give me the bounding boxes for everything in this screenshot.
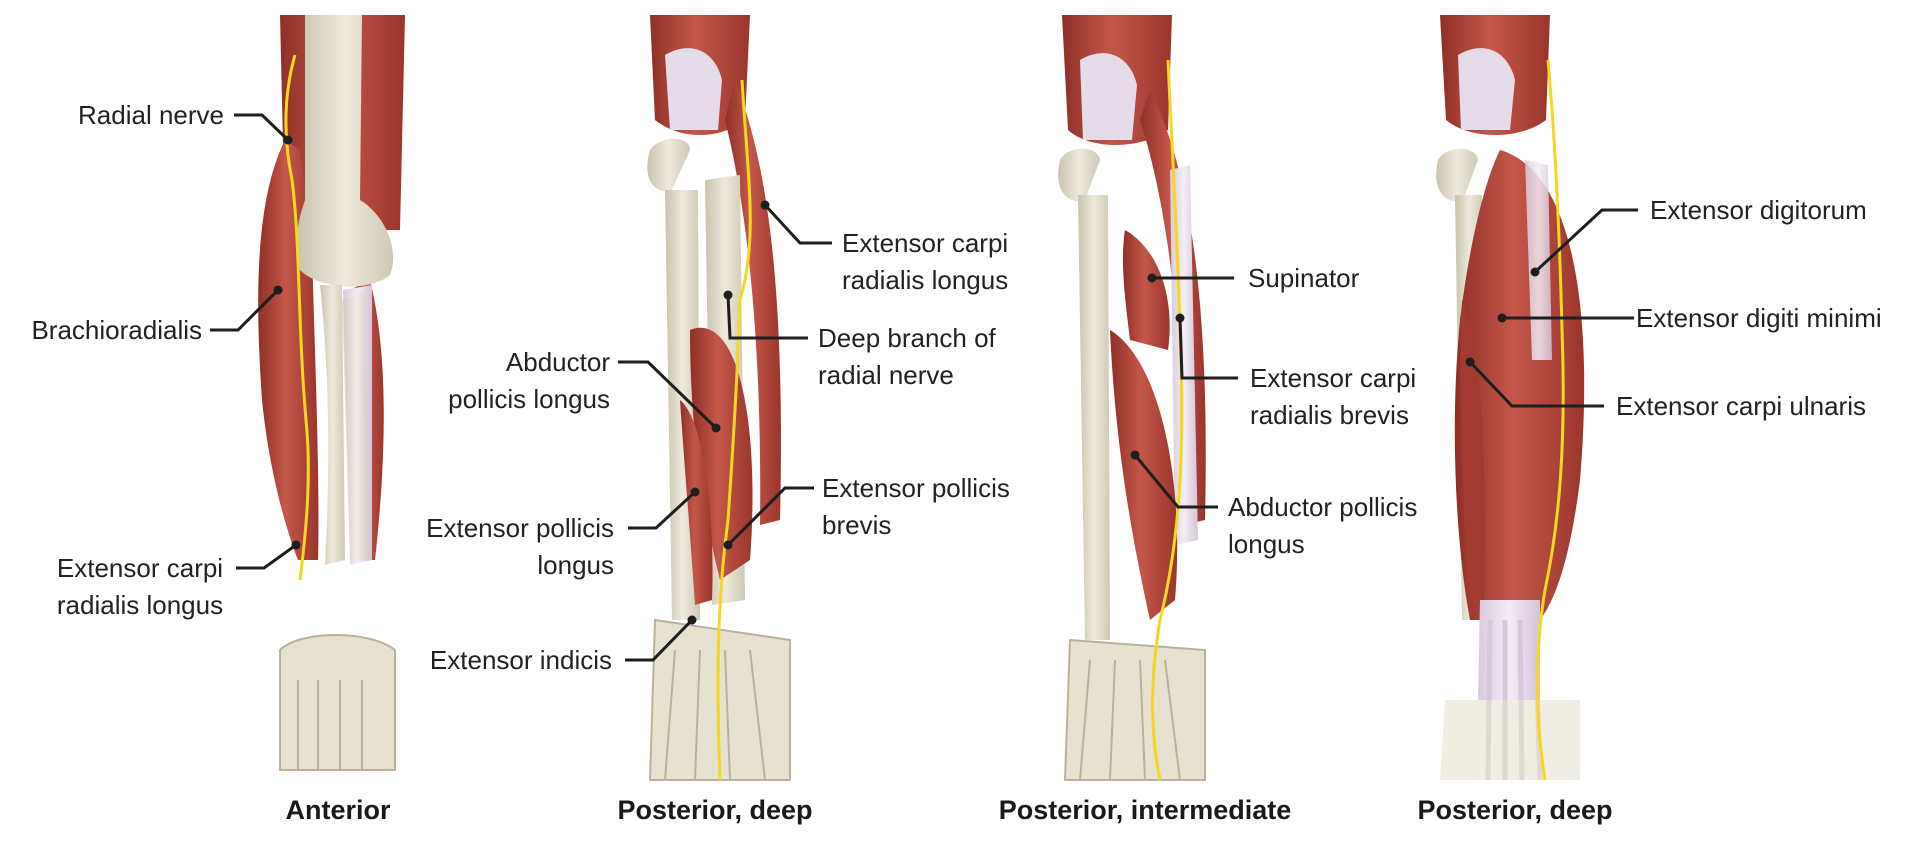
panel-posterior-deep-illustration (647, 15, 791, 781)
apl-muscle-p3 (1110, 330, 1178, 620)
leader-dots (273, 135, 1540, 625)
hand-bones-p3 (1063, 638, 1206, 781)
label-apl-posterior: Abductor pollicis longus (448, 344, 610, 418)
ext-digitorum-tendon-p4 (1525, 160, 1552, 360)
label-brachioradialis: Brachioradialis (31, 312, 202, 349)
label-text: Extensor carpi ulnaris (1616, 391, 1866, 421)
label-extensor-digitorum: Extensor digitorum (1650, 192, 1867, 229)
leader-ecu (1468, 360, 1604, 408)
label-text: Radial nerve (78, 100, 224, 130)
caption-posterior-intermediate: Posterior, intermediate (998, 795, 1292, 825)
caption-posterior-deep: Posterior, deep (617, 795, 813, 825)
caption-posterior-deep-2: Posterior, deep (1417, 795, 1613, 825)
panel-posterior-deep-2-illustration (1436, 15, 1585, 781)
label-apl-intermediate: Abductor pollicis longus (1228, 489, 1417, 563)
radial-nerve-path (284, 54, 310, 581)
label-ecrb: Extensor carpi radialis brevis (1250, 360, 1416, 434)
hand-bones (279, 634, 396, 771)
humerus-bone-p2 (647, 138, 690, 192)
leader-lines (210, 113, 1638, 662)
label-text: Extensor digiti minimi (1636, 303, 1882, 333)
caption-anterior: Anterior (285, 795, 391, 825)
label-line: radialis longus (842, 265, 1009, 295)
label-line: Extensor carpi (1250, 363, 1417, 393)
label-extensor-indicis: Extensor indicis (430, 642, 612, 679)
panel-posterior-intermediate-illustration (1058, 15, 1206, 781)
leader-deep-branch (726, 294, 808, 340)
olecranon-tendon-p4 (1458, 48, 1515, 130)
label-line: Deep branch of (818, 323, 996, 353)
label-text: Supinator (1248, 263, 1360, 293)
label-supinator: Supinator (1248, 260, 1359, 297)
label-epl: Extensor pollicis longus (426, 510, 614, 584)
radius-bone (320, 285, 345, 565)
label-text: Extensor digitorum (1650, 195, 1867, 225)
leader-ext-digitorum (1533, 208, 1638, 274)
label-line: longus (537, 550, 614, 580)
leader-epb-p2 (726, 486, 814, 547)
panel-anterior-illustration (258, 15, 405, 771)
hand-bones-p4 (1440, 700, 1580, 780)
label-line: radial nerve (818, 360, 954, 390)
label-ecrl-posterior: Extensor carpi radialis longus (842, 225, 1008, 299)
label-text: Brachioradialis (31, 315, 202, 345)
label-line: Extensor carpi (842, 228, 1009, 258)
label-line: Abductor (505, 347, 610, 377)
ulna-shaft (342, 292, 370, 560)
leader-ecrl-p2 (763, 203, 832, 245)
label-radial-nerve: Radial nerve (78, 97, 224, 134)
nerve-path-p3 (1151, 59, 1184, 781)
label-extensor-carpi-ulnaris: Extensor carpi ulnaris (1616, 388, 1866, 425)
hand-bones-p2 (648, 618, 791, 781)
leader-epl-p2 (628, 490, 697, 530)
leader-apl-p2 (618, 360, 718, 430)
leader-ext-indicis (625, 618, 694, 662)
epl-muscle-p2 (680, 400, 713, 605)
label-line: pollicis longus (448, 384, 610, 414)
olecranon-tendon (665, 48, 722, 130)
ecu-muscle-p4 (1460, 300, 1486, 600)
label-line: Extensor pollicis (822, 473, 1010, 503)
leader-apl-p3 (1133, 454, 1218, 509)
label-deep-branch: Deep branch of radial nerve (818, 320, 996, 394)
olecranon-tendon-p3 (1080, 53, 1137, 140)
label-extensor-digiti-minimi: Extensor digiti minimi (1636, 300, 1882, 337)
humerus-bone (296, 15, 394, 287)
label-ecrl-anterior: Extensor carpi radialis longus (50, 550, 230, 624)
label-epb: Extensor pollicis brevis (822, 470, 1010, 544)
label-line: Extensor carpi (56, 553, 224, 583)
leader-ecrl-p1 (236, 543, 297, 570)
humerus-bone-p3 (1058, 148, 1100, 202)
leader-radial-nerve (234, 113, 290, 142)
label-line: longus (1228, 529, 1305, 559)
label-text: Extensor indicis (429, 645, 612, 675)
leader-ecrb (1178, 317, 1238, 380)
ulna-bone-p3 (1078, 195, 1110, 640)
label-line: radialis longus (56, 590, 224, 620)
label-line: brevis (822, 510, 892, 540)
nerve-path-p4 (1536, 59, 1565, 781)
humerus-bone-p4 (1436, 148, 1478, 202)
label-line: Extensor pollicis (426, 513, 614, 543)
leader-brachioradialis (210, 288, 280, 332)
supinator-muscle-p3 (1122, 230, 1170, 350)
forearm-extensor-mass-p4 (1454, 150, 1585, 620)
deep-branch-nerve-p2 (716, 79, 752, 781)
extensor-tendons-p4 (1478, 600, 1540, 700)
label-line: radialis brevis (1250, 400, 1409, 430)
label-line: Abductor pollicis (1228, 492, 1418, 522)
ecrl-muscle-p2 (725, 80, 781, 525)
